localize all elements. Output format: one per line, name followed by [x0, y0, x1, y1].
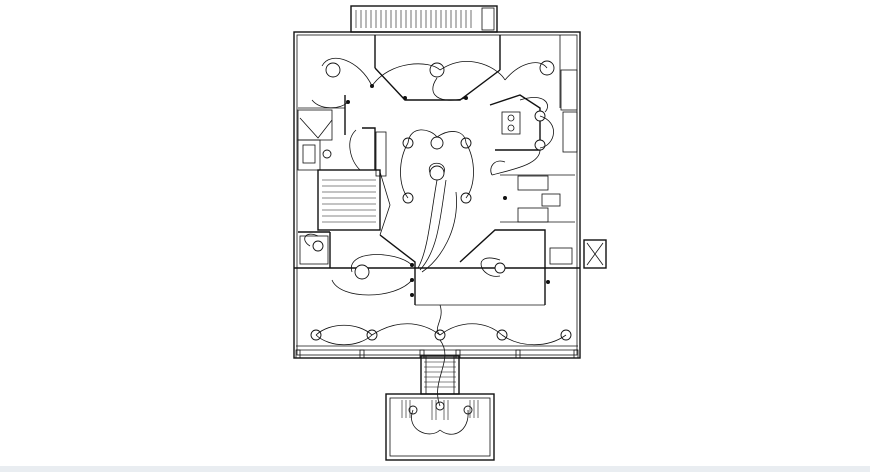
entry-deck	[385, 393, 495, 461]
ceiling-fixtures	[310, 60, 572, 415]
central-hall-walls	[298, 229, 546, 306]
wiring	[304, 57, 567, 435]
kitchen	[489, 94, 575, 223]
fixture-5	[429, 165, 445, 181]
upper-rooms	[297, 35, 578, 171]
fixture-2	[429, 62, 445, 78]
outer-walls	[293, 31, 581, 359]
fixture-1	[325, 62, 341, 78]
exterior-stair	[420, 355, 460, 395]
bottom-strip	[0, 466, 870, 472]
fixture-4	[430, 136, 444, 150]
switches	[346, 84, 550, 297]
fixture-13	[494, 262, 506, 274]
interior-stair	[317, 127, 391, 236]
fixture-12	[354, 264, 370, 280]
top-balcony	[350, 5, 498, 33]
fixture-11	[534, 139, 546, 151]
fixture-14	[312, 240, 324, 252]
porch-posts	[295, 349, 579, 359]
fixture-15	[322, 149, 332, 159]
utility-box	[549, 239, 607, 269]
